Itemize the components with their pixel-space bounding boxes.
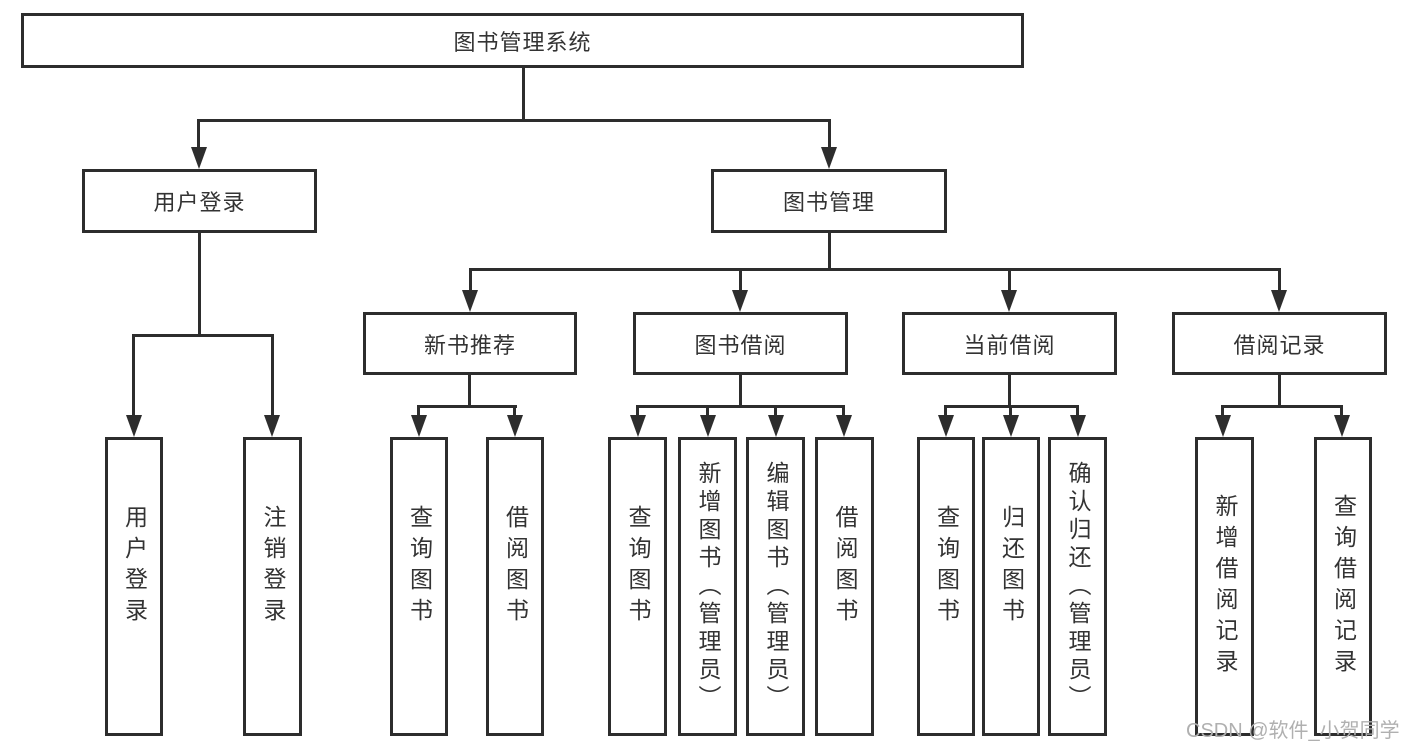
connector-stub — [132, 334, 135, 417]
arrow-down-icon — [1003, 415, 1019, 437]
arrow-down-icon — [126, 415, 142, 437]
connector-level2-rail — [197, 119, 831, 122]
node-current-return-book: 归还图书 — [982, 437, 1040, 736]
node-borrowing-add-book-admin: 新增图书（管理员） — [678, 437, 737, 736]
connector-stub — [636, 405, 639, 419]
arrow-down-icon — [732, 290, 748, 312]
arrow-down-icon — [264, 415, 280, 437]
node-label: 查询图书 — [625, 504, 651, 629]
arrow-down-icon — [191, 147, 207, 169]
node-logout: 注销登录 — [243, 437, 302, 736]
connector-records-down — [1278, 375, 1281, 408]
arrow-down-icon — [462, 290, 478, 312]
connector-book-mgmt-down — [828, 233, 831, 271]
connector-current-down — [1008, 375, 1011, 408]
node-label: 查询借阅记录 — [1330, 493, 1357, 680]
node-current-borrowing: 当前借阅 — [902, 312, 1117, 375]
arrow-down-icon — [411, 415, 427, 437]
node-label: 图书管理系统 — [453, 29, 592, 55]
connector-recommend-down — [468, 375, 471, 408]
node-borrowing-query-book: 查询图书 — [608, 437, 667, 736]
connector-stub — [706, 405, 709, 419]
node-user-login-leaf: 用户登录 — [105, 437, 163, 736]
node-label: 图书管理 — [782, 190, 875, 215]
node-records-add-record: 新增借阅记录 — [1195, 437, 1254, 736]
node-current-confirm-return-admin: 确认归还（管理员） — [1048, 437, 1107, 736]
connector-stub — [1076, 405, 1079, 419]
node-recommend-borrow-book: 借阅图书 — [486, 437, 544, 736]
connector-records-rail — [1221, 405, 1342, 408]
connector-root-down — [522, 66, 525, 122]
connector-stub — [1009, 405, 1012, 419]
node-label: 新增借阅记录 — [1212, 493, 1238, 680]
arrow-down-icon — [700, 415, 716, 437]
arrow-down-icon — [836, 415, 852, 437]
node-label: 新书推荐 — [423, 332, 516, 358]
node-label: 查询图书 — [933, 504, 960, 629]
arrow-down-icon — [507, 415, 523, 437]
connector-stub — [271, 334, 274, 417]
connector-user-login-down — [198, 233, 201, 337]
arrow-down-icon — [1271, 290, 1287, 312]
node-label: 确认归还（管理员） — [1065, 460, 1091, 713]
arrow-down-icon — [630, 415, 646, 437]
node-root-library-system: 图书管理系统 — [21, 13, 1024, 68]
connector-stub — [1278, 268, 1281, 293]
connector-stub — [469, 268, 472, 293]
connector-borrowing-rail — [636, 405, 845, 408]
arrow-down-icon — [1215, 415, 1231, 437]
node-label: 当前借阅 — [963, 332, 1056, 358]
node-label: 新增图书（管理员） — [695, 460, 721, 713]
node-borrowing-borrow-book: 借阅图书 — [815, 437, 874, 736]
connector-borrowing-down — [739, 375, 742, 408]
node-label: 借阅图书 — [832, 504, 858, 629]
connector-level3-rail — [469, 268, 1281, 271]
node-label: 归还图书 — [998, 504, 1025, 629]
connector-stub — [1221, 405, 1224, 419]
node-current-query-book: 查询图书 — [917, 437, 975, 736]
watermark-text: CSDN @软件_小贺同学 — [1186, 720, 1400, 742]
connector-stub — [1340, 405, 1343, 419]
arrow-down-icon — [768, 415, 784, 437]
arrow-down-icon — [1334, 415, 1350, 437]
connector-book-mgmt-stub — [828, 119, 831, 149]
node-new-book-recommend: 新书推荐 — [363, 312, 577, 375]
connector-stub — [944, 405, 947, 419]
node-borrowing-records: 借阅记录 — [1172, 312, 1387, 375]
node-records-query-record: 查询借阅记录 — [1314, 437, 1372, 736]
node-book-borrowing: 图书借阅 — [633, 312, 848, 375]
arrow-down-icon — [1001, 290, 1017, 312]
connector-stub — [842, 405, 845, 419]
connector-user-login-rail — [132, 334, 274, 337]
node-label: 编辑图书（管理员） — [763, 460, 789, 713]
node-label: 用户登录 — [121, 504, 148, 629]
connector-stub — [774, 405, 777, 419]
connector-stub — [417, 405, 420, 419]
node-label: 借阅记录 — [1233, 332, 1326, 358]
connector-recommend-rail — [417, 405, 517, 408]
arrow-down-icon — [1070, 415, 1086, 437]
node-label: 借阅图书 — [502, 504, 529, 629]
connector-stub — [1008, 268, 1011, 293]
node-label: 查询图书 — [406, 504, 433, 629]
node-user-login: 用户登录 — [82, 169, 317, 233]
connector-stub — [513, 405, 516, 419]
node-book-management: 图书管理 — [711, 169, 947, 233]
node-borrowing-edit-book-admin: 编辑图书（管理员） — [746, 437, 805, 736]
node-label: 用户登录 — [153, 190, 246, 215]
connector-user-login-stub — [197, 119, 200, 149]
arrow-down-icon — [821, 147, 837, 169]
node-label: 注销登录 — [260, 504, 286, 629]
node-recommend-query-book: 查询图书 — [390, 437, 448, 736]
arrow-down-icon — [938, 415, 954, 437]
node-label: 图书借阅 — [694, 332, 787, 358]
connector-stub — [739, 268, 742, 293]
